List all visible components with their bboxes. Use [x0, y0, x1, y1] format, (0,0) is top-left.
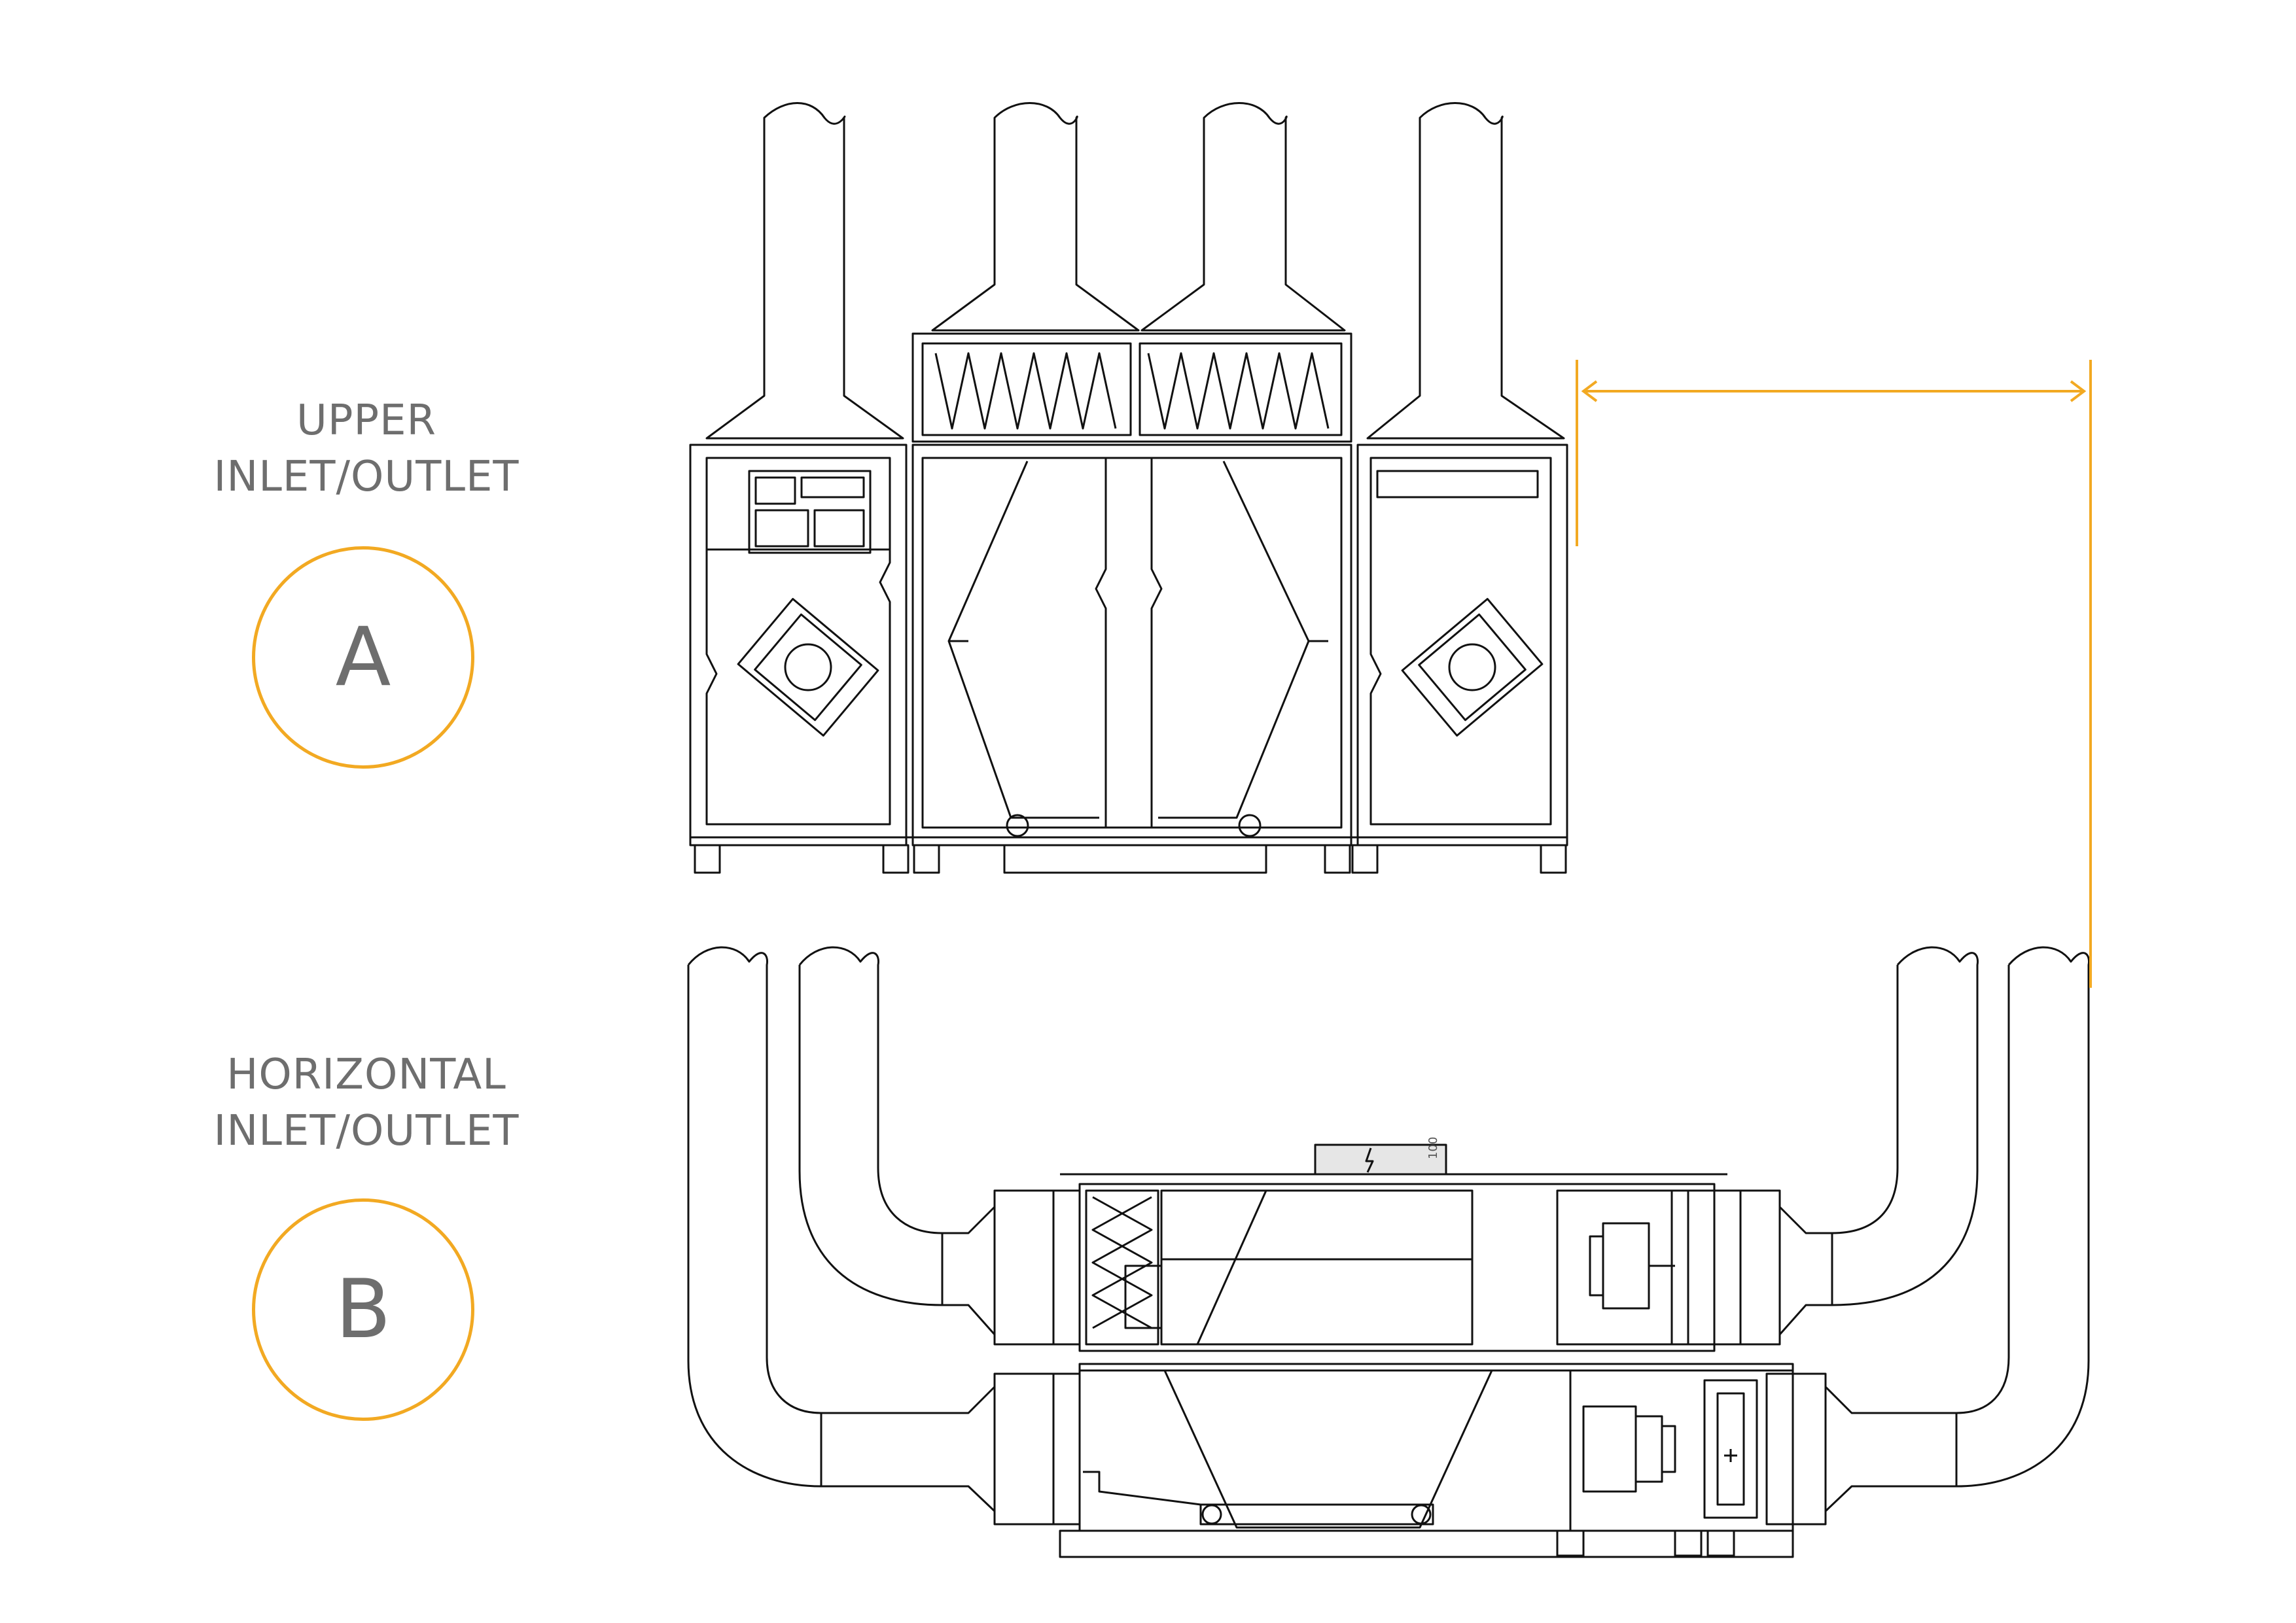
option-a-caption: UPPER INLET/OUTLET	[183, 393, 550, 505]
option-a-badge: A	[252, 546, 474, 769]
unit-a-foot	[1540, 844, 1567, 874]
unit-b-duct-right-outer	[1852, 946, 2091, 1488]
unit-b-damper	[993, 1372, 1055, 1526]
unit-a-casing-left	[689, 444, 908, 846]
unit-a-duct-1	[705, 102, 904, 440]
unit-b-transition	[1824, 1386, 1958, 1512]
unit-b-duct-left-inner	[798, 946, 968, 1234]
unit-a-duct-2	[931, 102, 1140, 332]
option-a-title-line1: UPPER	[296, 396, 436, 445]
unit-a-foot	[882, 844, 910, 874]
unit-b-fan-upper	[1589, 1222, 1675, 1310]
unit-a-left-frame	[705, 457, 891, 826]
unit-a-duct-3	[1140, 102, 1346, 332]
unit-b-casing-upper	[1078, 1183, 1716, 1352]
option-b-badge: B	[252, 1198, 474, 1421]
unit-a-heat-exchanger-left	[947, 461, 1099, 819]
unit-b-transition	[820, 1386, 996, 1512]
option-a-title-line2: INLET/OUTLET	[213, 453, 520, 501]
unit-b-damper	[1792, 1372, 1827, 1526]
unit-a-foot	[1351, 844, 1379, 874]
unit-a-center-divider	[1095, 458, 1163, 828]
label-100: 100	[1426, 1137, 1440, 1159]
unit-a-control-board	[748, 470, 872, 554]
unit-b-fan-lower	[1582, 1405, 1676, 1493]
option-b-title-line1: HORIZONTAL	[226, 1051, 506, 1099]
unit-b-foot	[1706, 1529, 1735, 1557]
unit-b-duct-right-inner	[1806, 946, 1979, 1306]
option-b-letter: B	[335, 1263, 391, 1357]
unit-a-foot	[694, 844, 721, 874]
unit-a-heat-exchanger-right	[1158, 461, 1310, 819]
unit-a-right-frame	[1369, 457, 1552, 826]
unit-b-damper	[993, 1189, 1055, 1346]
plus-icon	[1724, 1449, 1737, 1462]
unit-b-base	[1059, 1529, 1794, 1558]
unit-b-foot	[1674, 1529, 1703, 1557]
dimension-arrow	[1576, 360, 2092, 988]
unit-a	[689, 102, 1568, 874]
unit-a-center-frame	[921, 457, 1343, 829]
unit-b-foot	[1556, 1529, 1585, 1557]
option-b-title-line2: INLET/OUTLET	[213, 1107, 520, 1155]
option-a-letter: A	[335, 610, 391, 705]
unit-b-casing-lower	[1078, 1363, 1794, 1532]
unit-a-fan-right	[1401, 598, 1544, 737]
unit-a-duct-4	[1366, 102, 1565, 440]
unit-b-transition	[941, 1206, 996, 1336]
lightning-icon	[1365, 1147, 1374, 1173]
unit-b	[687, 946, 2091, 1558]
unit-a-casing-center	[911, 444, 1352, 846]
option-b-caption: HORIZONTAL INLET/OUTLET	[183, 1047, 550, 1159]
unit-a-foot	[1324, 844, 1351, 874]
unit-a-drain-tray	[1003, 844, 1267, 874]
unit-a-fan-left	[737, 598, 879, 737]
unit-a-filter-pleats-left	[934, 352, 1117, 430]
unit-a-casing-right	[1356, 444, 1568, 846]
unit-b-duct-left-outer	[687, 946, 968, 1414]
unit-b-transition	[1778, 1206, 1833, 1336]
unit-b-electrical-box	[1314, 1143, 1447, 1176]
unit-a-filter-pleats-right	[1147, 352, 1330, 430]
unit-b-damper	[1739, 1189, 1781, 1346]
unit-a-foot	[913, 844, 940, 874]
unit-a-filter-box	[911, 332, 1352, 443]
